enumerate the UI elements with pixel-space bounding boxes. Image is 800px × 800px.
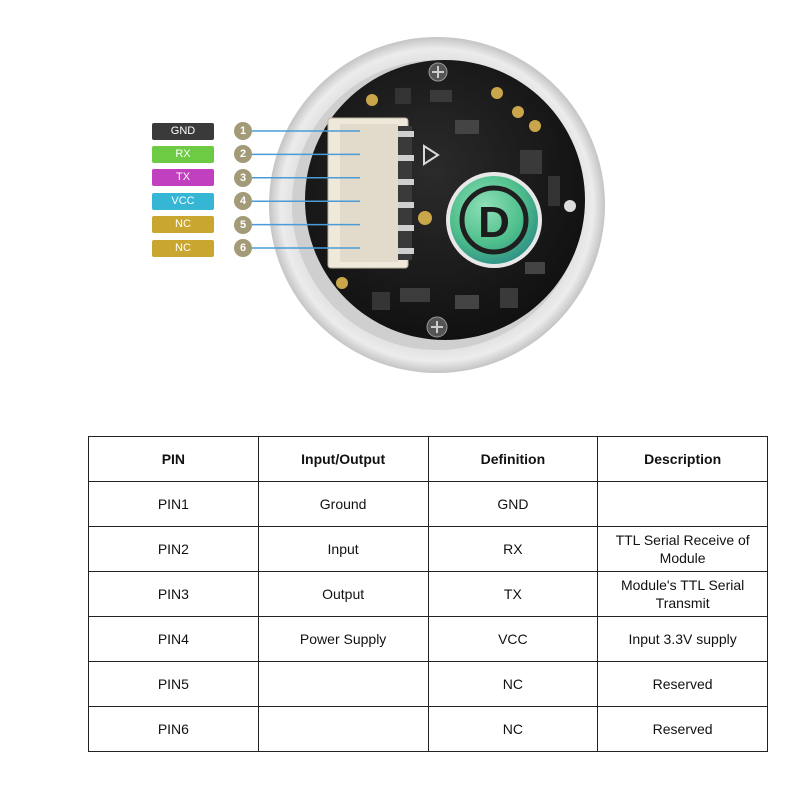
connector-contacts <box>398 131 414 254</box>
table-header-row: PIN Input/Output Definition Description <box>88 436 768 482</box>
cell-io <box>257 706 429 752</box>
connector-latch <box>398 126 412 260</box>
header-pin: PIN <box>88 436 259 482</box>
cell-io: Output <box>257 571 429 617</box>
cell-pin: PIN3 <box>88 571 259 617</box>
cell-io: Input <box>257 526 429 572</box>
pin-label-6: NC <box>152 239 214 257</box>
header-definition: Definition <box>427 436 599 482</box>
pin-number-6: 6 <box>234 239 252 257</box>
header-description: Description <box>597 436 768 482</box>
logo-letter: D <box>478 198 510 247</box>
module-illustration: D <box>252 37 605 373</box>
pin-label-4: VCC <box>152 192 214 210</box>
pin1-marker-icon <box>423 144 440 166</box>
pin-number-3: 3 <box>234 168 252 187</box>
pin-number-4: 4 <box>234 192 252 211</box>
cell-definition: NC <box>427 661 599 707</box>
cell-io: Power Supply <box>257 616 429 662</box>
pin-label-5: NC <box>152 216 214 234</box>
connector-slot <box>340 124 398 262</box>
pin-label-3: TX <box>152 169 214 187</box>
smd-components <box>372 88 560 310</box>
pin-label-2: RX <box>152 145 214 163</box>
cell-description: TTL Serial Receive of Module <box>597 526 768 572</box>
cell-pin: PIN5 <box>88 661 259 707</box>
cell-definition: NC <box>427 706 599 752</box>
table-row: PIN2 Input RX TTL Serial Receive of Modu… <box>88 526 768 572</box>
cell-pin: PIN6 <box>88 706 259 752</box>
table-row: PIN3 Output TX Module's TTL Serial Trans… <box>88 571 768 617</box>
cell-description: Input 3.3V supply <box>597 616 768 662</box>
cell-description: Reserved <box>597 661 768 707</box>
cell-description: Reserved <box>597 706 768 752</box>
cell-description: Module's TTL Serial Transmit <box>597 571 768 617</box>
pin-number-5: 5 <box>234 215 252 234</box>
pin-label-1: GND <box>152 122 214 140</box>
cell-pin: PIN4 <box>88 616 259 662</box>
header-input-output: Input/Output <box>257 436 429 482</box>
cell-definition: RX <box>427 526 599 572</box>
table-row: PIN6 NC Reserved <box>88 706 768 752</box>
table-row: PIN5 NC Reserved <box>88 661 768 707</box>
pin-leader-lines <box>252 130 360 249</box>
cell-definition: VCC <box>427 616 599 662</box>
cell-definition: GND <box>427 481 599 527</box>
cell-io <box>257 661 429 707</box>
pin-number-1: 1 <box>234 122 252 140</box>
cell-pin: PIN1 <box>88 481 259 527</box>
solder-pads <box>336 87 576 289</box>
cell-description <box>597 481 768 527</box>
table-row: PIN1 Ground GND <box>88 481 768 527</box>
pin-definition-table: PIN Input/Output Definition Description … <box>88 436 768 752</box>
cell-io: Ground <box>257 481 429 527</box>
table-row: PIN4 Power Supply VCC Input 3.3V supply <box>88 616 768 662</box>
cell-definition: TX <box>427 571 599 617</box>
pin-number-2: 2 <box>234 145 252 164</box>
cell-pin: PIN2 <box>88 526 259 572</box>
